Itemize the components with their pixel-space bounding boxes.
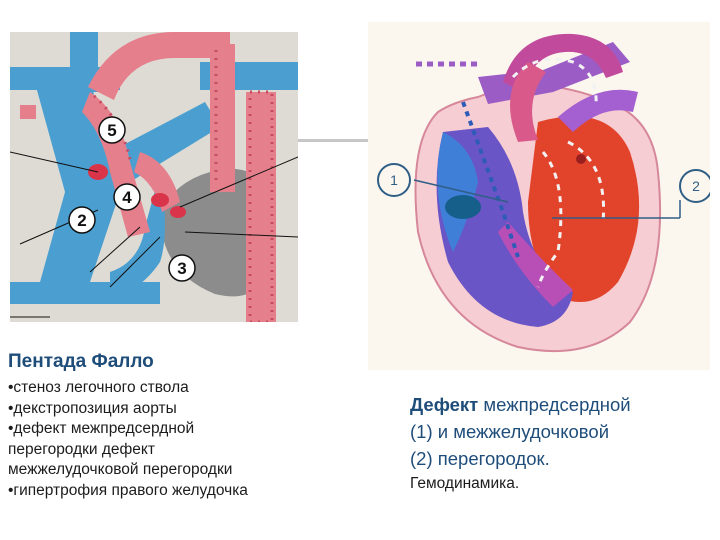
callout-1: 1 bbox=[377, 163, 411, 197]
caption-line-4: Гемодинамика. bbox=[410, 475, 520, 492]
callout-5: 5 bbox=[98, 116, 126, 144]
fallot-pentad-illustration: 5 4 2 3 bbox=[10, 32, 298, 322]
svg-text:2: 2 bbox=[77, 211, 86, 230]
svg-text:3: 3 bbox=[177, 259, 186, 278]
list-item: •гипертрофия правого желудочка bbox=[8, 481, 248, 499]
callout-3: 3 bbox=[168, 254, 196, 282]
callout-2: 2 bbox=[68, 206, 96, 234]
svg-text:5: 5 bbox=[107, 121, 116, 140]
list-item: •дефект межпредсердной bbox=[8, 420, 195, 437]
fallot-heart-drawing: 5 4 2 3 bbox=[10, 32, 298, 322]
caption-bold-word: Дефект bbox=[410, 394, 479, 415]
septal-defect-caption: Дефект межпредсердной (1) и межжелудочко… bbox=[410, 391, 710, 494]
caption-line-1: Дефект межпредсердной bbox=[410, 391, 710, 418]
septal-defect-illustration: 1 2 bbox=[368, 22, 710, 370]
fallot-title: Пентада Фалло bbox=[8, 351, 154, 372]
list-item: •стеноз легочного ствола bbox=[8, 379, 189, 396]
svg-text:4: 4 bbox=[122, 188, 132, 207]
caption-line-2: (1) и межжелудочковой bbox=[410, 421, 610, 442]
list-item: перегородки дефект bbox=[8, 440, 155, 458]
fallot-pentad-description: Пентада Фалло •стеноз легочного ствола •… bbox=[8, 350, 358, 501]
septal-defect-heart-drawing: 1 2 bbox=[377, 33, 710, 353]
svg-text:2: 2 bbox=[692, 178, 700, 194]
svg-text:1: 1 bbox=[390, 172, 398, 188]
callout-2-right: 2 bbox=[679, 169, 710, 203]
list-item: •декстропозиция аорты bbox=[8, 399, 177, 417]
list-item: межжелудочковой перегородки bbox=[8, 461, 233, 478]
connector-line bbox=[298, 139, 368, 142]
callout-4: 4 bbox=[113, 183, 141, 211]
caption-line-1-rest: межпредсердной bbox=[478, 394, 631, 415]
caption-line-3: (2) перегородок. bbox=[410, 448, 550, 469]
